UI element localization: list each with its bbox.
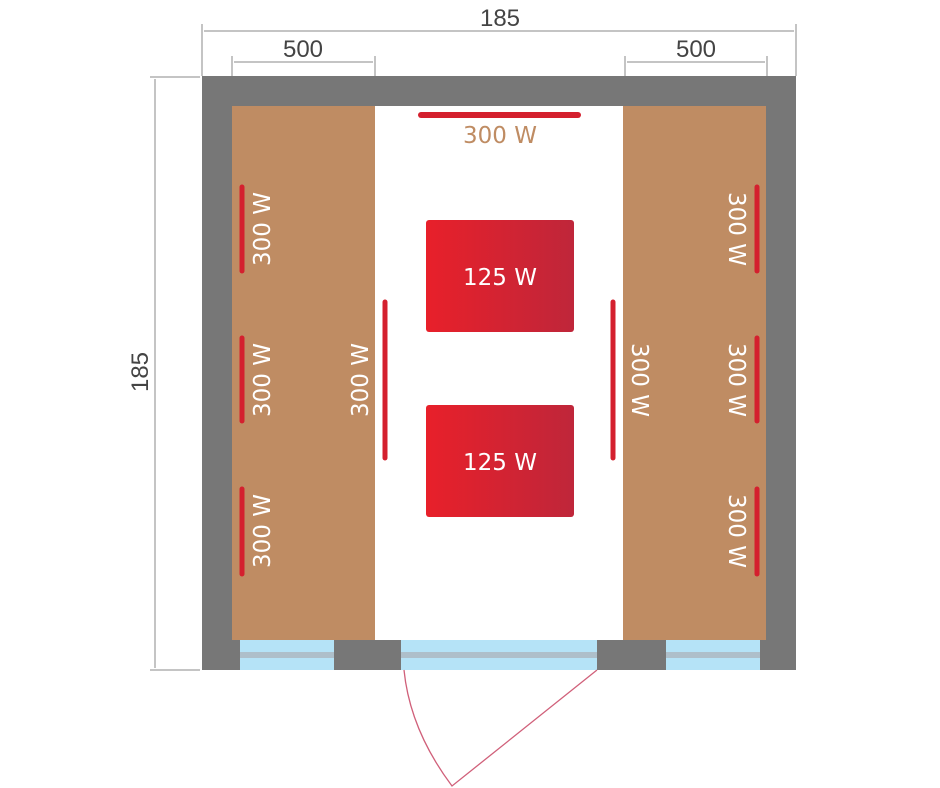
door-swing bbox=[403, 669, 598, 787]
left-bench-width-label: 500 bbox=[283, 36, 323, 63]
left-heater-1-label: 300 W bbox=[250, 192, 276, 266]
right-heater-2-label: 300 W bbox=[723, 343, 749, 417]
floor-heater-2-label: 125 W bbox=[463, 450, 537, 476]
left-bench bbox=[232, 106, 375, 640]
right-heater-1-label: 300 W bbox=[723, 192, 749, 266]
total-width-label: 185 bbox=[480, 5, 520, 32]
total-height-label: 185 bbox=[127, 352, 154, 392]
floor-heater-1 bbox=[426, 220, 574, 332]
front-glass bbox=[240, 640, 760, 670]
right-bench bbox=[623, 106, 766, 640]
floor-heater-2 bbox=[426, 405, 574, 517]
right-heater-3-label: 300 W bbox=[723, 494, 749, 568]
center-right-heater-label: 300 W bbox=[626, 343, 652, 417]
top-heater-label: 300 W bbox=[463, 123, 537, 149]
left-heater-2-label: 300 W bbox=[250, 343, 276, 417]
floor-heater-1-label: 125 W bbox=[463, 265, 537, 291]
right-bench-width-label: 500 bbox=[676, 36, 716, 63]
dimension-lines bbox=[150, 24, 797, 671]
left-heater-3-label: 300 W bbox=[250, 494, 276, 568]
center-left-heater-label: 300 W bbox=[348, 343, 374, 417]
